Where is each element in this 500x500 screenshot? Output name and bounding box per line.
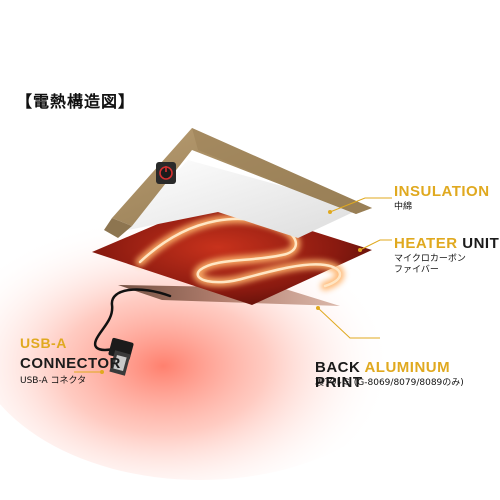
usb-a-label: USB-A	[20, 335, 67, 351]
usb-plug-icon	[108, 337, 134, 376]
heater-jp-label-1: マイクロカーボン	[394, 254, 466, 264]
outer-shell-fabric	[104, 128, 372, 238]
heater-unit-layer	[92, 200, 372, 305]
back-aluminum-jp-label: 裏アルミ (G-8069/8079/8089のみ)	[315, 378, 464, 388]
back-word: BACK	[315, 359, 361, 376]
aluminum-word: ALUMINUM	[364, 359, 451, 376]
insulation-jp-label: 中綿	[394, 202, 413, 212]
insulation-label: INSULATION	[394, 183, 490, 200]
heater-unit-label: HEATER UNIT	[394, 236, 499, 251]
heater-word: HEATER	[394, 235, 458, 252]
heater-jp-label-2: ファイバー	[394, 265, 439, 275]
back-aluminum-print-label: BACK ALUMINUM PRINT	[315, 360, 500, 390]
usb-a-jp-label: USB-A コネクタ	[20, 376, 87, 386]
page-title: 【電熱構造図】	[16, 92, 136, 111]
power-icon	[156, 162, 176, 184]
leader-lines	[74, 197, 392, 374]
usb-cable	[93, 288, 172, 352]
unit-word: UNIT	[462, 235, 500, 252]
connector-label: CONNECTOR	[20, 355, 121, 372]
insulation-layer	[118, 160, 362, 238]
print-word: PRINT	[315, 374, 363, 391]
